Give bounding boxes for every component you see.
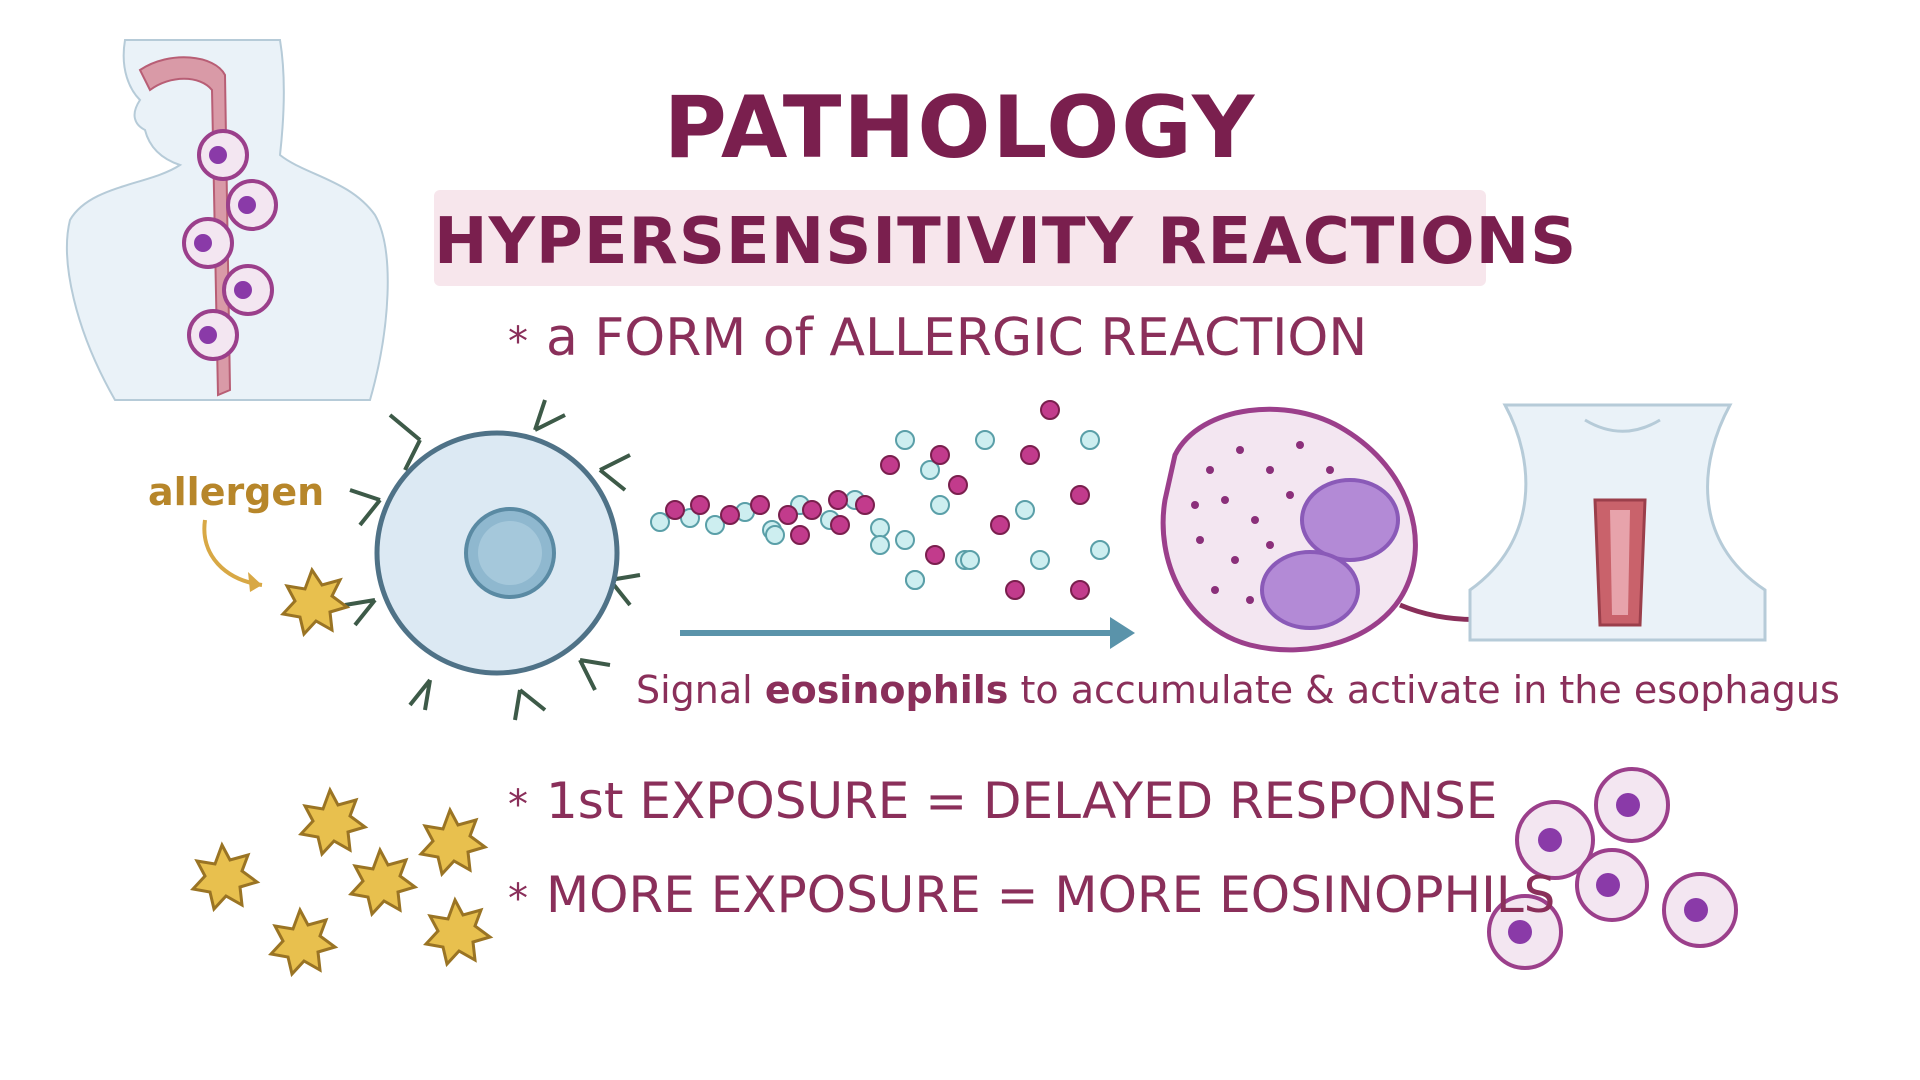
mediator-dots <box>650 400 1110 600</box>
torso-illustration <box>66 39 389 401</box>
bullet-asterisk-icon: * <box>508 319 528 365</box>
subtitle-background <box>434 190 1486 286</box>
bullet-more-exposure: * MORE EXPOSURE = MORE EOSINOPHILS <box>508 866 1555 924</box>
eosinophil-large <box>1160 406 1418 653</box>
allergen-arrow <box>202 519 263 587</box>
page-title: PATHOLOGY <box>663 78 1257 178</box>
bullet-asterisk-icon: * <box>508 782 528 828</box>
signal-arrow-head <box>1110 617 1135 649</box>
mast-cell <box>344 399 641 721</box>
esophagus <box>138 56 232 397</box>
bullet-first-exposure: * 1st EXPOSURE = DELAYED RESPONSE <box>508 772 1497 830</box>
signal-text-before: Signal <box>636 668 765 712</box>
allergen-arrow-head <box>248 572 262 592</box>
allergen-label: allergen <box>148 470 325 514</box>
eosinophil-cluster <box>1487 767 1738 970</box>
bullet-allergic-reaction: * a FORM of ALLERGIC REACTION <box>508 308 1367 368</box>
eosinophils-in-esophagus <box>182 129 278 361</box>
allergen-stars <box>190 786 494 978</box>
bullet-text: 1st EXPOSURE = DELAYED RESPONSE <box>546 772 1498 830</box>
section-title: HYPERSENSITIVITY REACTIONS <box>434 205 1578 279</box>
bullet-asterisk-icon: * <box>508 876 528 922</box>
signal-text-after: to accumulate & activate in the esophagu… <box>1008 668 1840 712</box>
signal-caption: Signal eosinophils to accumulate & activ… <box>636 668 1840 712</box>
signal-text-bold: eosinophils <box>764 668 1009 712</box>
allergen-star <box>280 566 351 638</box>
bullet-text: a FORM of ALLERGIC REACTION <box>546 308 1368 368</box>
neck-illustration <box>1468 403 1767 642</box>
bullet-text: MORE EXPOSURE = MORE EOSINOPHILS <box>546 866 1556 924</box>
